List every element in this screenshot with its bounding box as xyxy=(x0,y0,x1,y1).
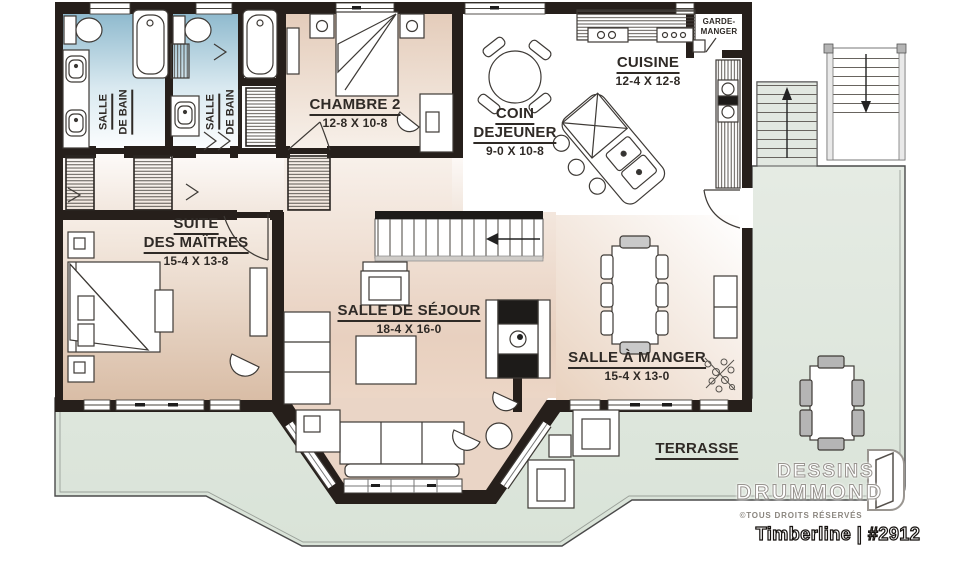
chair-icon xyxy=(452,429,481,451)
patio-side-table-icon xyxy=(548,434,572,458)
plant-icon xyxy=(704,357,736,393)
nightstand-icon xyxy=(309,13,335,39)
room-label-salle-de-bain-2: SALLE DE BAIN xyxy=(200,89,240,135)
nightstand-icon xyxy=(399,13,425,39)
room-label-cuisine: CUISINE 12-4 X 12-8 xyxy=(615,54,681,88)
bed-icon xyxy=(67,261,161,353)
dresser-icon xyxy=(286,27,300,75)
sejour-furniture xyxy=(283,211,551,478)
kitchen-island-icon xyxy=(552,92,666,205)
cuisine-furniture xyxy=(67,9,741,229)
chair-icon xyxy=(229,353,260,377)
coffee-table-icon xyxy=(355,335,417,385)
interior-stairs-icon xyxy=(374,211,544,262)
suite-furniture xyxy=(67,214,269,383)
deck-stairs-up-icon xyxy=(756,81,818,167)
buffet-icon xyxy=(713,275,738,339)
chair-icon xyxy=(492,391,519,412)
door-swing-icon xyxy=(703,189,741,229)
vanity-sink-icon xyxy=(170,95,200,137)
patio-table-icon xyxy=(799,355,865,451)
toilet-icon xyxy=(63,15,103,45)
brand-rights: ©TOUS DROITS RÉSERVÉS xyxy=(739,511,863,520)
room-label-salle-de-bain-1: SALLE DE BAIN xyxy=(93,89,133,135)
armchair-icon xyxy=(360,261,410,306)
dresser-icon xyxy=(249,267,268,337)
dining-table-icon xyxy=(600,235,669,355)
folding-door-icon xyxy=(203,43,231,151)
room-label-chambre-2: CHAMBRE 2 12-8 X 10-8 xyxy=(309,96,401,130)
patio-armchair-icon xyxy=(572,409,620,457)
room-label-garde-manger: GARDE- MANGER xyxy=(700,17,738,36)
room-label-salle-de-sejour: SALLE DE SÉJOUR 18-4 X 16-0 xyxy=(337,302,481,336)
breakfast-table-icon xyxy=(477,36,552,115)
chambre-2-furniture xyxy=(286,11,454,153)
shelf-icon xyxy=(283,311,331,405)
nightstand-icon xyxy=(67,355,95,383)
bathroom-1 xyxy=(62,9,169,149)
door-swing-icon xyxy=(287,121,331,151)
deck-furniture xyxy=(527,355,865,509)
drummond-door-icon xyxy=(867,449,905,511)
bench-icon xyxy=(154,289,174,333)
toilet-icon xyxy=(172,15,212,45)
desk-icon xyxy=(419,93,454,153)
exterior-stairs-down-icon xyxy=(823,43,907,161)
patio-armchair-icon xyxy=(527,459,575,509)
plan-model-number: Timberline | #2912 xyxy=(755,523,921,544)
pantry-counter-icon xyxy=(692,37,717,53)
room-label-coin-dejeuner: COIN DEJEUNER 9-0 X 10-8 xyxy=(473,105,557,158)
vanity-sinks-icon xyxy=(62,49,90,149)
bathroom-2 xyxy=(170,9,278,151)
brand-drummond: DRUMMOND xyxy=(736,481,884,505)
terrasse-deck xyxy=(54,43,907,547)
bed-icon xyxy=(335,11,399,97)
appliances-icon xyxy=(715,59,741,189)
brand-dessins: DESSINS xyxy=(777,461,875,483)
room-label-terrasse: TERRASSE xyxy=(655,440,739,460)
kitchen-cabinets-icon xyxy=(576,9,696,43)
fireplace-icon xyxy=(485,299,551,379)
room-label-salle-a-manger: SALLE À MANGER 15-4 X 13-0 xyxy=(568,349,706,383)
sofa-icon xyxy=(339,421,465,478)
room-label-suite-des-maitres: SUITE DES MAÎTRES 15-4 X 13-8 xyxy=(143,215,249,268)
round-table-icon xyxy=(485,422,513,450)
chair-icon xyxy=(396,111,420,133)
door-swing-icon xyxy=(223,214,269,261)
folding-door-icon xyxy=(67,183,200,203)
dining-furniture xyxy=(600,235,738,393)
nightstand-icon xyxy=(67,231,95,259)
end-table-icon xyxy=(295,409,341,453)
bathtub-icon xyxy=(132,9,169,79)
bathtub-icon xyxy=(242,9,278,79)
